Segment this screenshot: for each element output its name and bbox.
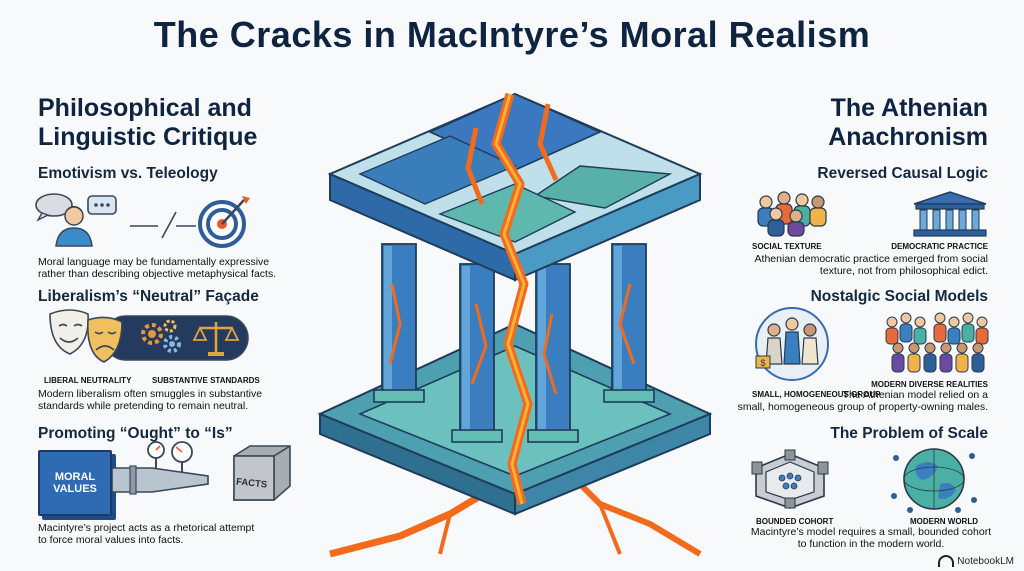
causal-logic-caption-line1: Athenian democratic practice emerged fro… — [754, 253, 988, 265]
democratic-practice-label: DEMOCRATIC PRACTICE — [891, 242, 988, 251]
crowd-icon — [757, 191, 827, 237]
modern-diverse-realities-label: MODERN DIVERSE REALITIES — [871, 380, 988, 389]
theater-masks-icon — [49, 309, 123, 363]
nostalgic-models-caption: The Athenian model relied on a small, ho… — [738, 389, 988, 413]
ought-is-subtitle: Promoting “Ought” to “Is” — [38, 425, 233, 442]
nostalgic-models-subtitle: Nostalgic Social Models — [810, 288, 988, 305]
modern-world-label: MODERN WORLD — [910, 517, 978, 526]
fortress-icon — [751, 449, 829, 509]
cracked-temple-icon — [317, 92, 713, 558]
social-texture-label: SOCIAL TEXTURE — [752, 242, 822, 251]
left-heading-line1: Philosophical and — [38, 94, 252, 122]
emotivism-caption-line1: Moral language may be fundamentally expr… — [38, 256, 270, 268]
ought-is-caption: Macintyre’s project acts as a rhetorical… — [38, 522, 254, 546]
bounded-cohort-label: BOUNDED COHORT — [756, 517, 834, 526]
moral-values-box: MORAL VALUES — [38, 450, 112, 516]
diverse-crowd-icon — [885, 312, 989, 373]
right-heading: The Athenian Anachronism — [828, 94, 988, 152]
problem-of-scale-caption-line2: to function in the modern world. — [797, 538, 945, 550]
moral-values-line1: MORAL — [54, 471, 96, 483]
small-homogeneous-group-label: SMALL, HOMOGENEOUS GROUP — [752, 390, 881, 399]
target-icon — [198, 196, 250, 248]
right-heading-line2: Anachronism — [828, 123, 988, 151]
stone-cube-icon — [233, 445, 291, 501]
speech-bubble-icon — [35, 193, 117, 222]
liberalism-caption: Modern liberalism often smuggles in subs… — [38, 388, 262, 412]
citizens-icon: $ — [755, 307, 829, 381]
causal-logic-subtitle: Reversed Causal Logic — [817, 165, 988, 182]
ought-is-caption-line1: Macintyre’s project acts as a rhetorical… — [38, 522, 255, 534]
liberalism-caption-line2: standards while pretending to remain neu… — [38, 400, 249, 412]
liberal-neutrality-label: LIBERAL NEUTRALITY — [44, 376, 132, 385]
svg-text:$: $ — [760, 358, 765, 368]
person-icon — [55, 206, 93, 247]
brand-name: NotebookLM — [957, 555, 1014, 567]
causal-logic-caption: Athenian democratic practice emerged fro… — [755, 253, 988, 277]
left-heading-line2: Linguistic Critique — [38, 123, 258, 151]
globe-icon — [891, 448, 977, 513]
nostalgic-models-caption-line2: small, homogeneous group of property-own… — [737, 401, 988, 413]
page-title: The Cracks in MacIntyre’s Moral Realism — [153, 14, 871, 55]
right-heading-line1: The Athenian — [830, 94, 988, 122]
liberalism-subtitle: Liberalism’s “Neutral” Façade — [38, 288, 259, 305]
problem-of-scale-caption: Macintyre’s model requires a small, boun… — [748, 526, 994, 550]
left-heading: Philosophical and Linguistic Critique — [38, 94, 257, 152]
problem-of-scale-subtitle: The Problem of Scale — [830, 425, 988, 442]
emotivism-caption-line2: rather than describing objective metaphy… — [38, 268, 277, 280]
emotivism-caption: Moral language may be fundamentally expr… — [38, 256, 276, 280]
notebooklm-badge: NotebookLM — [938, 555, 1014, 567]
causal-logic-caption-line2: texture, not from philosophical edict. — [819, 265, 988, 277]
greek-temple-icon — [913, 191, 987, 237]
nostalgic-models-caption-line1: The Athenian model relied on a — [842, 389, 988, 401]
ought-is-caption-line2: to force moral values into facts. — [38, 534, 184, 546]
liberalism-caption-line1: Modern liberalism often smuggles in subs… — [38, 388, 263, 400]
gears-icon — [141, 319, 181, 353]
substantive-standards-label: SUBSTANTIVE STANDARDS — [152, 376, 260, 385]
scales-icon — [192, 322, 240, 356]
pressure-pipe-icon — [112, 441, 209, 495]
problem-of-scale-caption-line1: Macintyre’s model requires a small, boun… — [750, 526, 992, 538]
liberalism-illustration — [49, 309, 249, 363]
moral-values-line2: VALUES — [53, 483, 97, 495]
emotivism-subtitle: Emotivism vs. Teleology — [38, 165, 218, 182]
emotivism-illustration — [35, 193, 250, 248]
notebooklm-logo-icon — [938, 555, 955, 567]
